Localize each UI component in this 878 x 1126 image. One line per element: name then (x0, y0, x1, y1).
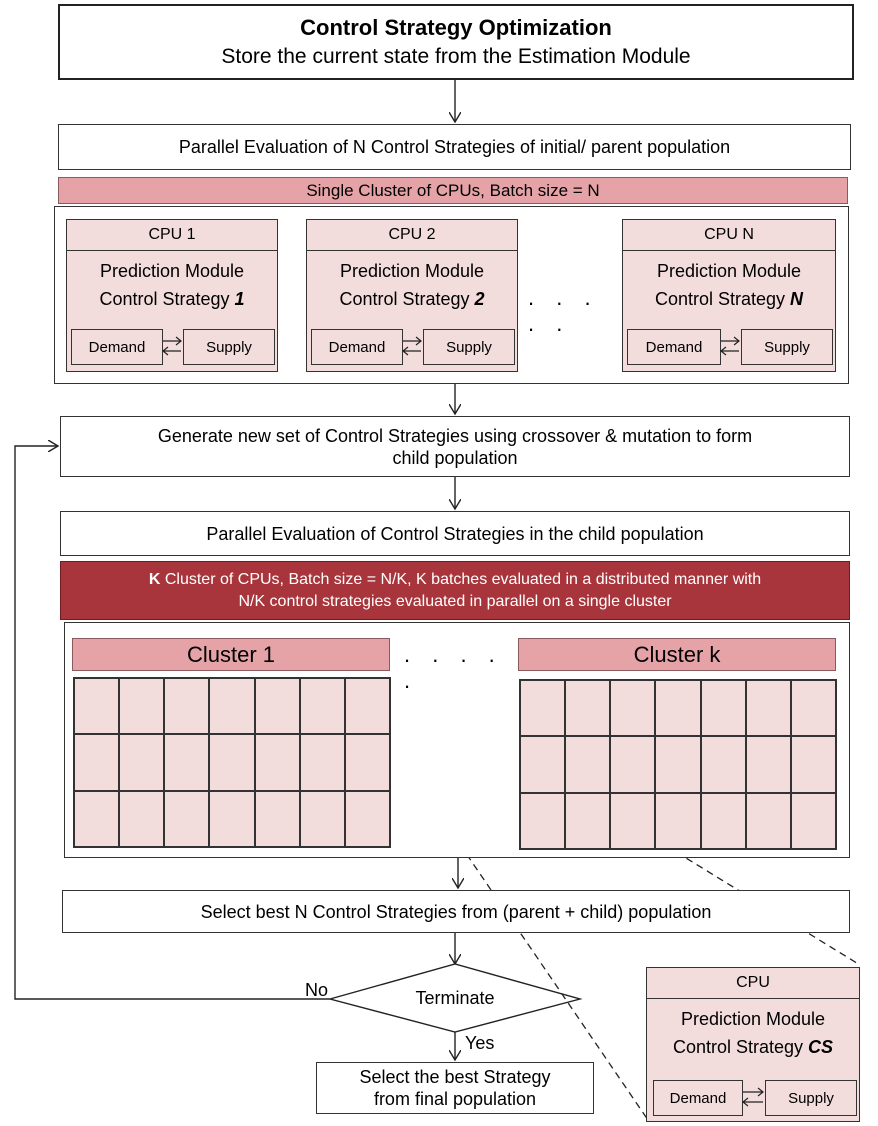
cpu-detail-card: CPU Prediction Module Control Strategy C… (646, 967, 860, 1122)
cluster-ellipsis: . . . . . (404, 642, 503, 693)
loop-back-line (14, 446, 330, 1000)
cpu-ellipsis: . . . . . (528, 285, 599, 336)
cpu-card-1-exchange-arrows (162, 336, 182, 356)
single-cluster-bar: Single Cluster of CPUs, Batch size = N (58, 177, 848, 204)
cpu-card-n-line1: Prediction Module (656, 261, 802, 281)
no-label: No (305, 980, 329, 1000)
cpu-detail-supply: Supply (765, 1080, 857, 1116)
terminate-diamond (327, 963, 583, 1033)
cpu-card-2-body: Prediction Module Control Strategy 2 (307, 257, 517, 313)
cpu-detail-line1: Prediction Module (680, 1009, 826, 1029)
terminate-label: Terminate (415, 988, 495, 1008)
generate-box: Generate new set of Control Strategies u… (60, 416, 850, 477)
generate-line2: child population (392, 447, 518, 468)
cpu-card-1-supply: Supply (183, 329, 275, 365)
parent-eval-box: Parallel Evaluation of N Control Strateg… (58, 124, 851, 170)
cpu-detail-body: Prediction Module Control Strategy CS (647, 1005, 859, 1061)
cpu-card-1-num: 1 (234, 289, 245, 309)
k-cluster-line2: N/K control strategies evaluated in para… (238, 592, 672, 610)
cpu-card-2-line2: Control Strategy 2 (339, 289, 485, 309)
k-cluster-bar: K Cluster of CPUs, Batch size = N/K, K b… (60, 561, 850, 620)
cpu-card-1-demand: Demand (71, 329, 163, 365)
cpu-card-2-num: 2 (474, 289, 485, 309)
cluster-k-header: Cluster k (518, 638, 836, 671)
final-line1: Select the best Strategy (359, 1067, 551, 1087)
cpu-card-1-line2: Control Strategy 1 (99, 289, 245, 309)
title-main: Control Strategy Optimization (300, 15, 612, 40)
cpu-detail-line2: Control Strategy CS (672, 1037, 834, 1057)
cpu-detail-bold: CS (808, 1037, 834, 1057)
cpu-card-n-num: N (790, 289, 804, 309)
cluster-1-header: Cluster 1 (72, 638, 390, 671)
select-best-box: Select best N Control Strategies from (p… (62, 890, 850, 933)
cpu-card-2-head: CPU 2 (307, 220, 517, 251)
cpu-card-n-body: Prediction Module Control Strategy N (623, 257, 835, 313)
cpu-card-2-supply: Supply (423, 329, 515, 365)
title-box: Control Strategy Optimization Store the … (58, 4, 854, 80)
cpu-detail-exchange-arrows (742, 1087, 764, 1107)
cpu-card-n-line2: Control Strategy N (654, 289, 804, 309)
cpu-detail-demand: Demand (653, 1080, 743, 1116)
final-box: Select the best Strategy from final popu… (316, 1062, 594, 1114)
yes-label: Yes (465, 1033, 495, 1053)
generate-line1: Generate new set of Control Strategies u… (157, 425, 753, 446)
cpu-card-1-body: Prediction Module Control Strategy 1 (67, 257, 277, 313)
cpu-card-n-supply: Supply (741, 329, 833, 365)
cpu-card-n-exchange-arrows (720, 336, 740, 356)
final-line2: from final population (373, 1089, 537, 1109)
k-cluster-line1: K Cluster of CPUs, Batch size = N/K, K b… (148, 570, 762, 588)
cpu-card-1-line1: Prediction Module (99, 261, 245, 281)
cpu-card-n: CPU N Prediction Module Control Strategy… (622, 219, 836, 372)
cluster-k-grid (519, 679, 837, 850)
cpu-card-1-head: CPU 1 (67, 220, 277, 251)
cpu-card-1: CPU 1 Prediction Module Control Strategy… (66, 219, 278, 372)
cpu-card-n-demand: Demand (627, 329, 721, 365)
cpu-card-2-demand: Demand (311, 329, 403, 365)
cpu-card-n-head: CPU N (623, 220, 835, 251)
cluster-1-grid (73, 677, 391, 848)
title-sub: Store the current state from the Estimat… (221, 45, 691, 68)
cpu-card-2: CPU 2 Prediction Module Control Strategy… (306, 219, 518, 372)
child-eval-box: Parallel Evaluation of Control Strategie… (60, 511, 850, 556)
cpu-detail-head: CPU (647, 968, 859, 999)
cpu-card-2-line1: Prediction Module (339, 261, 485, 281)
cpu-card-2-exchange-arrows (402, 336, 422, 356)
